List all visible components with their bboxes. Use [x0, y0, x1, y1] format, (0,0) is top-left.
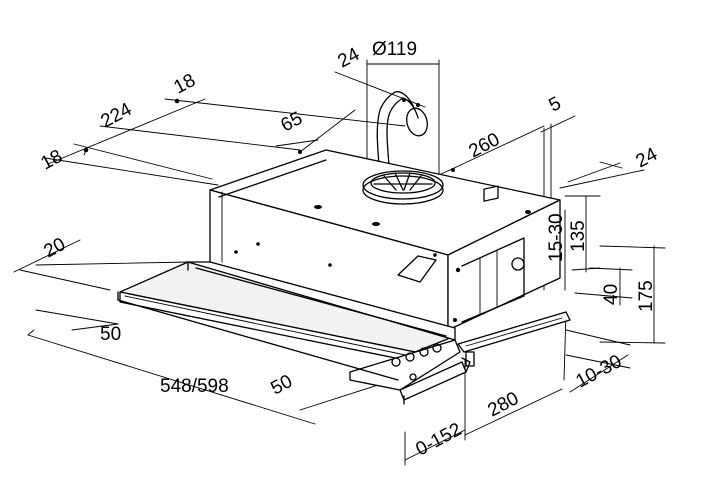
- label-extension: 0-152: [412, 419, 465, 460]
- label-depth: 280: [484, 388, 522, 421]
- label-duct-diameter: Ø119: [372, 39, 417, 60]
- label-collar-offset: 24: [334, 44, 363, 73]
- label-side-depth: 260: [465, 129, 503, 162]
- label-front-adjust: 10-30: [572, 351, 625, 392]
- label-front-left: 20: [40, 234, 69, 262]
- label-depth-mount-3: 18: [37, 146, 66, 174]
- label-width: 548/598: [160, 376, 229, 397]
- telescopic-visor: [117, 261, 571, 405]
- fan-collar: [362, 170, 444, 205]
- label-visor-height: 40: [601, 284, 622, 305]
- label-adjust-height: 15-30: [546, 213, 567, 262]
- label-body-height: 135: [568, 220, 589, 252]
- label-depth-mount-1: 18: [170, 70, 199, 98]
- label-top-right: 24: [632, 144, 661, 173]
- label-total-height: 175: [636, 280, 657, 312]
- label-depth-mount-2: 224: [97, 99, 135, 133]
- label-visor-offset: 50: [267, 371, 296, 399]
- label-flange: 5: [545, 93, 564, 117]
- duct-pipe: [376, 91, 428, 179]
- label-front-offset: 50: [100, 324, 121, 345]
